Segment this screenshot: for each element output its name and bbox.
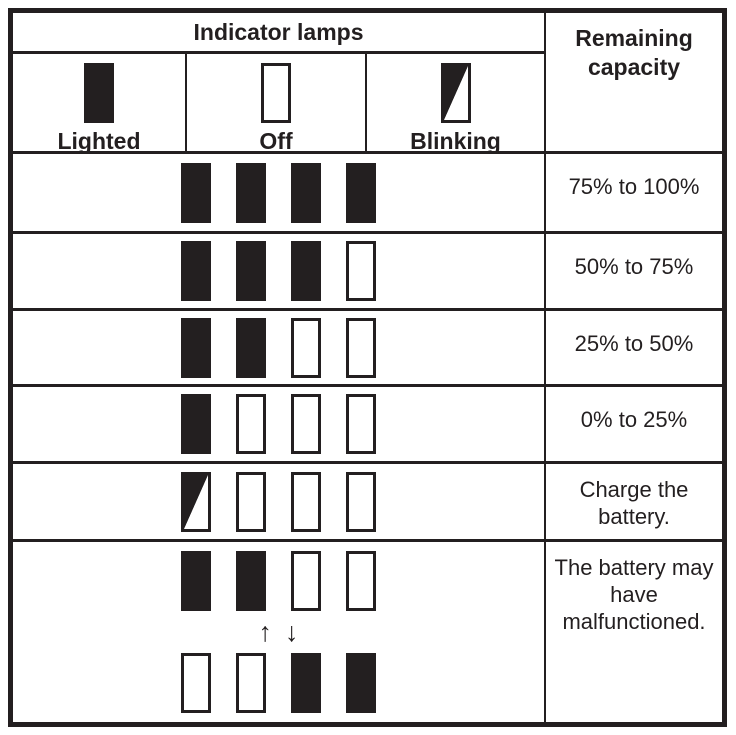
- lamp-lighted-icon: [181, 394, 211, 454]
- lamp-off-icon: [181, 653, 211, 713]
- battery-indicator-table: Indicator lamps Remaining capacity Light…: [8, 8, 727, 727]
- lamp-blinking-icon: [440, 63, 471, 123]
- lamp-blinking-icon: [181, 471, 211, 532]
- lamp-off-icon: [291, 394, 321, 454]
- capacity-text: The battery may have malfunctioned.: [554, 555, 714, 634]
- lamp-lighted-icon: [181, 241, 211, 301]
- lamp-group: [181, 241, 376, 301]
- lamp-off-icon: [346, 394, 376, 454]
- capacity-50-75: 50% to 75%: [546, 234, 722, 311]
- lamp-row-50-75: [13, 234, 546, 311]
- alternating-arrows: ↑ ↓: [259, 617, 299, 647]
- capacity-text: 0% to 25%: [580, 407, 688, 432]
- lamp-lighted-icon: [236, 162, 266, 223]
- lamp-off-icon: [346, 241, 376, 301]
- remaining-capacity-title: Remaining capacity: [575, 25, 693, 80]
- lamp-off-icon: [346, 317, 376, 378]
- lamp-lighted-icon: [236, 551, 266, 611]
- lamp-off-icon: [236, 471, 266, 532]
- legend-lighted-label: Lighted: [57, 128, 141, 154]
- lamp-group-bottom: [181, 653, 376, 713]
- lamp-row-25-50: [13, 311, 546, 387]
- capacity-25-50: 25% to 50%: [546, 311, 722, 387]
- lamp-off-icon: [291, 471, 321, 532]
- lamp-lighted-icon: [236, 317, 266, 378]
- capacity-text: 75% to 100%: [568, 174, 700, 199]
- lamp-lighted-icon: [291, 162, 321, 223]
- lamp-off-icon: [346, 551, 376, 611]
- lamp-row-charge: [13, 464, 546, 542]
- legend-blinking-label: Blinking: [410, 128, 501, 154]
- lamp-off-icon: [236, 653, 266, 713]
- lamp-off-icon: [291, 317, 321, 378]
- capacity-text: 25% to 50%: [574, 331, 694, 356]
- capacity-text: Charge the battery.: [579, 477, 689, 529]
- lamp-off-icon: [291, 551, 321, 611]
- lamp-lighted-icon: [291, 653, 321, 713]
- lamp-group-top: [181, 551, 376, 611]
- lamp-lighted-icon: [84, 63, 114, 123]
- lamp-lighted-icon: [181, 551, 211, 611]
- legend-off: Off: [187, 54, 367, 154]
- lamp-lighted-icon: [181, 317, 211, 378]
- lamp-off-icon: [346, 471, 376, 532]
- legend-blinking: Blinking: [367, 54, 546, 154]
- lamp-off-icon: [236, 394, 266, 454]
- lamp-lighted-icon: [236, 241, 266, 301]
- lamp-off-icon: [261, 63, 291, 123]
- lamp-lighted-icon: [291, 241, 321, 301]
- legend-lighted: Lighted: [13, 54, 187, 154]
- capacity-text: 50% to 75%: [574, 254, 694, 279]
- lamp-group: [181, 471, 376, 532]
- indicator-lamps-title: Indicator lamps: [193, 18, 364, 45]
- down-arrow-icon: ↓: [285, 617, 299, 647]
- lamp-group: [181, 394, 376, 454]
- capacity-0-25: 0% to 25%: [546, 387, 722, 464]
- lamp-row-75-100: [13, 154, 546, 234]
- lamp-lighted-icon: [346, 162, 376, 223]
- remaining-capacity-header: Remaining capacity: [546, 13, 722, 154]
- up-arrow-icon: ↑: [258, 617, 273, 647]
- legend-off-label: Off: [259, 128, 293, 154]
- capacity-75-100: 75% to 100%: [546, 154, 722, 234]
- capacity-malfunction: The battery may have malfunctioned.: [546, 542, 722, 722]
- indicator-lamps-header: Indicator lamps: [13, 13, 546, 54]
- lamp-lighted-icon: [181, 162, 211, 223]
- capacity-charge: Charge the battery.: [546, 464, 722, 542]
- lamp-lighted-icon: [346, 653, 376, 713]
- lamp-row-0-25: [13, 387, 546, 464]
- lamp-row-malfunction: ↑ ↓: [13, 542, 546, 722]
- lamp-group: [181, 162, 376, 223]
- lamp-group: [181, 317, 376, 378]
